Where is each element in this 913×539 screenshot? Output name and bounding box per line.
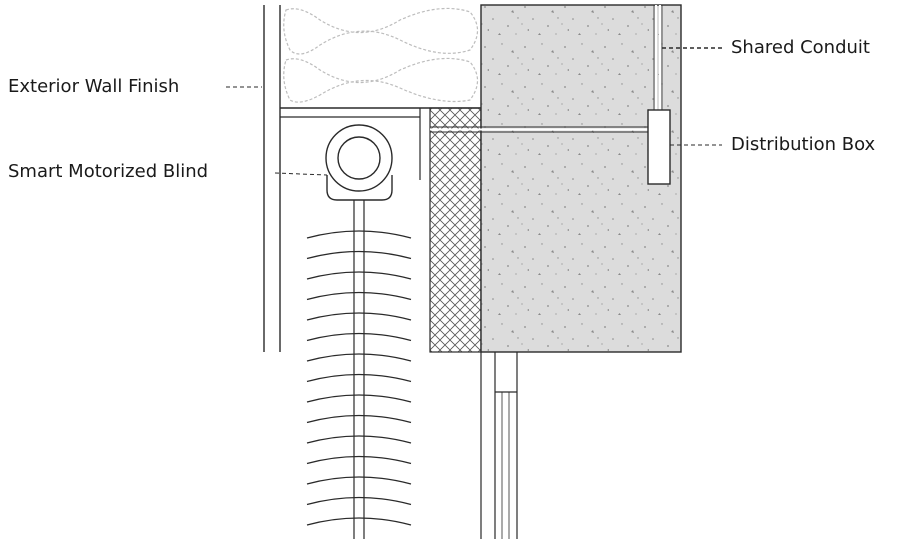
- blind-slat: [306, 435, 412, 444]
- distribution-box: [647, 109, 671, 185]
- blind-slat: [306, 414, 412, 424]
- label-shared-conduit: Shared Conduit: [731, 37, 870, 58]
- label-exterior-wall-finish: Exterior Wall Finish: [8, 76, 180, 97]
- label-distribution-box: Distribution Box: [731, 134, 876, 155]
- exterior-wall-finish: [263, 5, 281, 352]
- blind-slat: [306, 455, 412, 465]
- shared-conduit: [430, 5, 663, 133]
- label-smart-motorized-blind: Smart Motorized Blind: [8, 161, 209, 182]
- blind-slat: [306, 373, 412, 383]
- head-soffit: [280, 108, 421, 180]
- blind-slat: [306, 312, 412, 321]
- blind-slat: [306, 230, 412, 239]
- blind-roller: [325, 124, 393, 539]
- blind-slat: [306, 271, 412, 280]
- blind-slat: [306, 496, 412, 506]
- blind-slats: [306, 230, 412, 526]
- hatched-insulation: [429, 107, 482, 353]
- insulation-batt: [280, 7, 481, 109]
- blind-slat: [306, 332, 412, 342]
- blind-slat: [306, 353, 412, 362]
- leader-lines: [226, 47, 722, 176]
- window-frame: [480, 352, 518, 539]
- blind-slat: [306, 476, 412, 485]
- blind-slat: [306, 517, 412, 526]
- blind-slat: [306, 394, 412, 403]
- leader-smart-motorized-blind: [274, 172, 328, 176]
- blind-slat: [306, 250, 412, 260]
- blind-slat: [306, 291, 412, 301]
